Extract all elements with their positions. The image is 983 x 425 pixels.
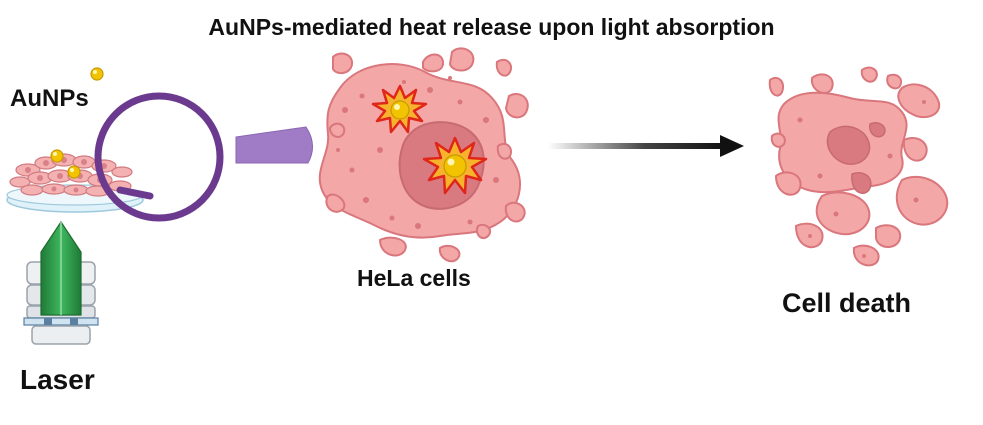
laser-label: Laser	[20, 364, 95, 395]
diagram-title: AuNPs-mediated heat release upon light a…	[208, 14, 775, 40]
magnifier-handle	[235, 126, 313, 164]
cell-death-label: Cell death	[782, 288, 912, 318]
dead-cell-nucleus-fragments	[826, 122, 886, 194]
magnifier-icon	[94, 92, 313, 222]
dead-cell-vesicles	[797, 100, 926, 258]
heat-burst-icon	[371, 84, 428, 134]
hela-vesicles	[336, 76, 499, 229]
heat-burst-icon	[422, 136, 488, 195]
progression-arrow-icon	[548, 135, 744, 157]
aunps-label: AuNPs	[10, 85, 89, 112]
dead-cell-fragments	[768, 66, 949, 267]
gold-highlight	[53, 70, 97, 172]
laser-icon	[23, 220, 99, 345]
hela-cells-label: HeLa cells	[357, 265, 471, 291]
